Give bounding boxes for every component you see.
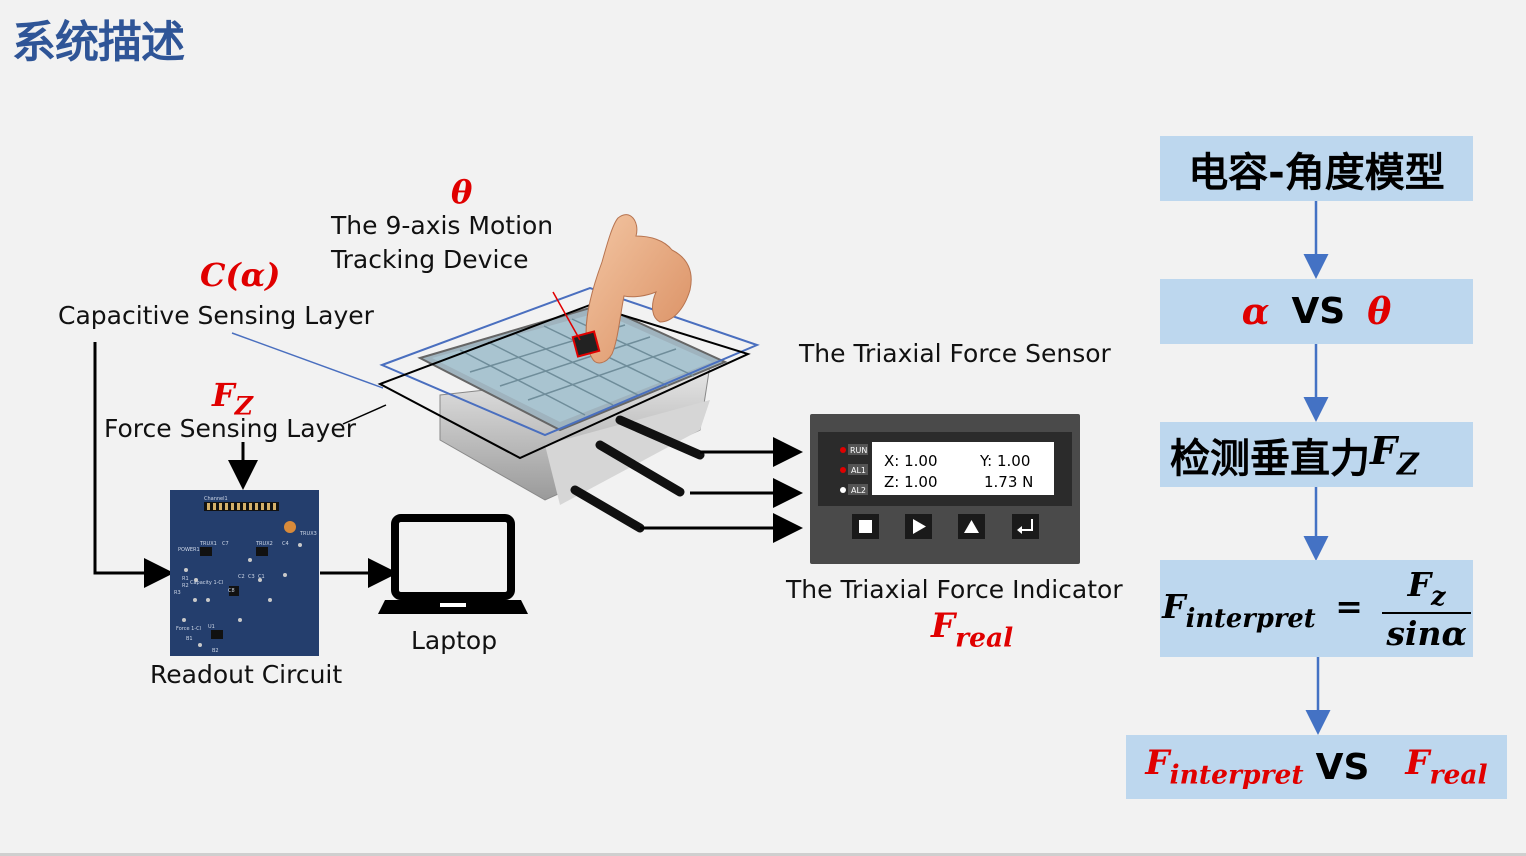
motion-layer-outline [379, 286, 760, 437]
force-layer-outline [377, 303, 751, 460]
capacitive-leader [231, 332, 384, 389]
laptop-label: Laptop [411, 626, 498, 655]
pcb-label: R1 [182, 576, 189, 582]
flow-box-detect-vertical-force: 检测垂直力 FZ [1160, 422, 1473, 487]
pcb-label: R2 [182, 583, 189, 589]
equation: Finterpret = Fz sinα [1162, 565, 1471, 653]
triaxial-force-indicator: RUN AL1 AL2 X: 1.00 Y: 1.00 Z: 1.00 1.73… [810, 414, 1080, 564]
flow-box-f-interpret-vs-f-real: Finterpret VS Freal [1126, 735, 1507, 799]
vs-text: VS [1291, 291, 1346, 332]
pcb-label: U1 [208, 624, 215, 630]
flow-box-3-text: 检测垂直力 [1170, 435, 1370, 482]
pcb-label: C1 [258, 574, 265, 580]
readout-force: 1.73 N [984, 473, 1033, 491]
pcb-label: C3 [248, 574, 255, 580]
force-layer-label: Force Sensing Layer [104, 414, 357, 443]
arrow-capacitive-readout [93, 342, 174, 588]
readout-z: Z: 1.00 [884, 473, 938, 491]
flow-box-capacitance-angle-model: 电容-角度模型 [1160, 136, 1473, 201]
pcb-label: Channel1 [204, 496, 228, 502]
pcb-label: TRUX2 [255, 541, 273, 547]
f-real-symbol: Freal [931, 606, 1014, 654]
triaxial-force-sensor-drawing [377, 214, 760, 533]
pcb-label: B2 [212, 648, 219, 654]
readout-x: X: 1.00 [884, 452, 938, 470]
force-indicator-label: The Triaxial Force Indicator [786, 575, 1123, 604]
enter-icon [1012, 514, 1039, 539]
laptop-icon [378, 514, 528, 614]
motion-device-label-line1: The 9-axis Motion [331, 211, 554, 240]
pcb-label: Capacity 1-Cl [190, 580, 223, 586]
force-leader [342, 404, 387, 425]
cable-3 [570, 485, 645, 533]
readout-circuit-board: Channel1 POWER1 TRUX1 C7 TRUX2 C4 TRUX3 … [170, 490, 319, 656]
pcb-label: Force 1-Cl [176, 626, 201, 632]
vs-text-2: VS [1315, 746, 1370, 788]
play-icon [905, 514, 932, 539]
capacitive-layer-label: Capacitive Sensing Layer [58, 301, 374, 330]
flow-box-equation: Finterpret = Fz sinα [1160, 560, 1473, 657]
f-interpret-symbol: Finterpret [1145, 743, 1304, 791]
force-sensor-label: The Triaxial Force Sensor [799, 339, 1111, 368]
led-label-al2: AL2 [851, 486, 866, 495]
up-icon [958, 514, 985, 539]
f-real-symbol-box: Freal [1405, 743, 1488, 791]
fz-symbol: FZ [212, 376, 253, 421]
c-alpha-symbol: C(α) [200, 256, 281, 294]
pcb-label: R3 [174, 590, 181, 596]
stop-icon [852, 514, 879, 539]
theta-symbol: θ [451, 173, 473, 211]
pcb-label: TRUX1 [199, 541, 217, 547]
theta-symbol-box: θ [1367, 290, 1392, 333]
pcb-label: C4 [282, 541, 289, 547]
pcb-label: C8 [228, 588, 235, 594]
readout-circuit-label: Readout Circuit [150, 660, 343, 689]
flow-box-alpha-vs-theta: α VS θ [1160, 279, 1473, 344]
pcb-label: TRUX3 [299, 531, 317, 537]
pcb-label: B1 [186, 636, 193, 642]
alpha-symbol: α [1241, 290, 1270, 333]
cable-2 [595, 440, 685, 497]
cable-1 [615, 415, 705, 460]
motion-device-label-line2: Tracking Device [331, 245, 529, 274]
bottom-divider [0, 853, 1526, 856]
led-label-al1: AL1 [851, 466, 866, 475]
page-title: 系统描述 [12, 17, 185, 68]
pcb-label: C7 [222, 541, 229, 547]
fz-symbol-box: FZ [1370, 427, 1419, 482]
pcb-label: POWER1 [178, 547, 200, 553]
readout-y: Y: 1.00 [979, 452, 1030, 470]
flow-box-1-text: 电容-角度模型 [1188, 149, 1445, 196]
led-label-run: RUN [850, 446, 867, 455]
pcb-label: C2 [238, 574, 245, 580]
